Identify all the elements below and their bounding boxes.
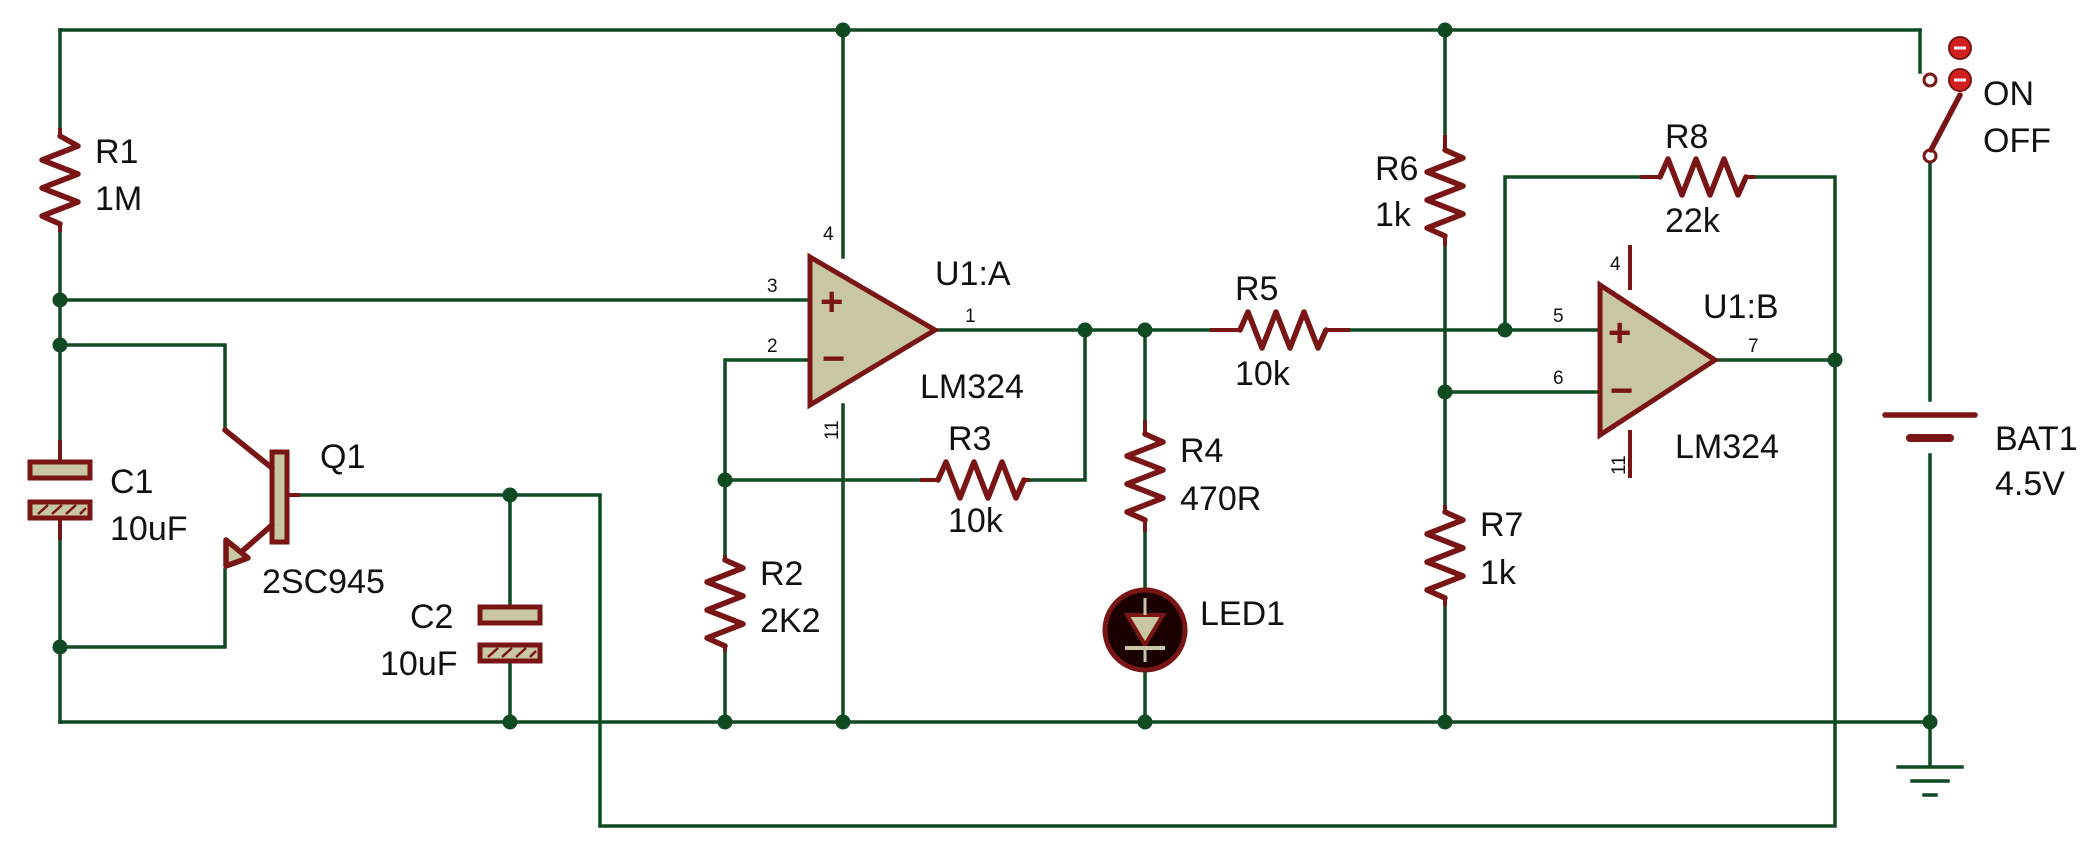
resistor-r5: R5 10k: [1210, 270, 1350, 393]
led1-ref: LED1: [1200, 595, 1285, 633]
junction-dot: [1437, 384, 1453, 400]
battery-bat1: BAT1 4.5V: [1882, 412, 2078, 503]
c2-plate-bottom: [477, 642, 543, 664]
resistor-r2: R2 2K2: [704, 555, 821, 652]
u1b-ref: U1:B: [1703, 288, 1779, 326]
resistor-r8: R8 22k: [1640, 118, 1755, 240]
resistor-r4: R4 470R: [1124, 420, 1261, 532]
junction-dot: [717, 714, 733, 730]
c1-plate-top: [27, 459, 93, 481]
junction-dot: [1437, 714, 1453, 730]
r6-value: 1k: [1375, 196, 1412, 234]
q1-value: 2SC945: [262, 563, 385, 601]
ground-symbol: [1896, 765, 1964, 797]
u1a-value: LM324: [920, 368, 1024, 406]
q1-ref: Q1: [320, 438, 365, 476]
junction-dot: [52, 337, 68, 353]
c1-plate-bottom: [27, 499, 93, 521]
r7-ref: R7: [1480, 506, 1523, 544]
junction-dot: [1922, 714, 1938, 730]
resistor-r3: R3 10k: [920, 420, 1030, 540]
u1b-plus-sign: +: [1608, 311, 1631, 355]
junction-dot: [1137, 714, 1153, 730]
r3-ref: R3: [948, 420, 991, 458]
r5-ref: R5: [1235, 270, 1278, 308]
r8-value: 22k: [1665, 202, 1721, 240]
junction-dot: [1437, 22, 1453, 38]
u1b-pin-11: 11: [1609, 455, 1630, 475]
capacitor-c1: C1 10uF: [27, 440, 188, 548]
junction-dot: [502, 714, 518, 730]
wires: [58, 28, 1932, 828]
junction-dot: [835, 714, 851, 730]
resistor-r7: R7 1k: [1424, 505, 1523, 606]
c1-ref: C1: [110, 463, 153, 501]
r6-ref: R6: [1375, 150, 1418, 188]
opamp-u1b: + − 5 6 7 4 11 U1:B LM324: [1553, 245, 1779, 478]
u1b-triangle: [1597, 280, 1720, 440]
junction-dot: [502, 487, 518, 503]
bat1-value: 4.5V: [1995, 465, 2065, 503]
u1a-minus-sign: −: [822, 337, 845, 381]
r2-value: 2K2: [760, 602, 821, 640]
junction-dot: [1497, 322, 1513, 338]
u1b-value: LM324: [1675, 428, 1779, 466]
led-led1: LED1: [1102, 587, 1285, 673]
junction-dot: [1077, 322, 1093, 338]
r7-value: 1k: [1480, 554, 1517, 592]
resistor-r1: R1 1M: [39, 128, 142, 232]
bat1-ref: BAT1: [1995, 420, 2078, 458]
r8-ref: R8: [1665, 118, 1708, 156]
u1b-pin-4: 4: [1610, 254, 1621, 275]
u1a-pin-3: 3: [767, 276, 778, 297]
r1-value: 1M: [95, 180, 142, 218]
junction-dot: [52, 292, 68, 308]
u1a-pin-4: 4: [823, 224, 834, 245]
r3-value: 10k: [948, 502, 1004, 540]
r4-value: 470R: [1180, 480, 1261, 518]
resistor-r6: R6 1k: [1375, 135, 1466, 246]
u1b-pin-5: 5: [1553, 306, 1564, 327]
u1a-triangle: [807, 252, 940, 410]
u1b-pin-7: 7: [1748, 336, 1759, 357]
u1b-pin-6: 6: [1553, 368, 1564, 389]
junction-dot: [717, 472, 733, 488]
r2-ref: R2: [760, 555, 803, 593]
junction-dot: [52, 639, 68, 655]
switch-off-label: OFF: [1983, 122, 2051, 160]
switch-sw1[interactable]: ON OFF: [1922, 36, 2051, 164]
c1-value: 10uF: [110, 510, 188, 548]
r1-ref: R1: [95, 133, 138, 171]
switch-contact-top: [1922, 72, 1938, 88]
c2-ref: C2: [410, 598, 453, 636]
switch-lever: [1928, 92, 1963, 153]
u1b-minus-sign: −: [1610, 369, 1633, 413]
u1a-pin-11: 11: [822, 420, 843, 440]
r4-ref: R4: [1180, 432, 1223, 470]
switch-on-label: ON: [1983, 75, 2034, 113]
u1a-plus-sign: +: [820, 280, 843, 324]
junctions: [52, 22, 1938, 730]
u1a-pin-2: 2: [767, 336, 778, 357]
u1a-pin-1: 1: [965, 306, 976, 327]
r5-value: 10k: [1235, 355, 1291, 393]
c2-value: 10uF: [380, 645, 458, 683]
u1a-ref: U1:A: [935, 255, 1011, 293]
c2-plate-top: [477, 604, 543, 626]
transistor-q1: Q1 2SC945: [222, 427, 385, 601]
q1-base-bar: [269, 449, 290, 545]
opamp-u1a: + − 3 2 1 4 11 U1:A LM324: [767, 224, 1024, 440]
junction-dot: [1827, 352, 1843, 368]
capacitor-c2: C2 10uF: [380, 598, 543, 683]
junction-dot: [835, 22, 851, 38]
junction-dot: [1137, 322, 1153, 338]
